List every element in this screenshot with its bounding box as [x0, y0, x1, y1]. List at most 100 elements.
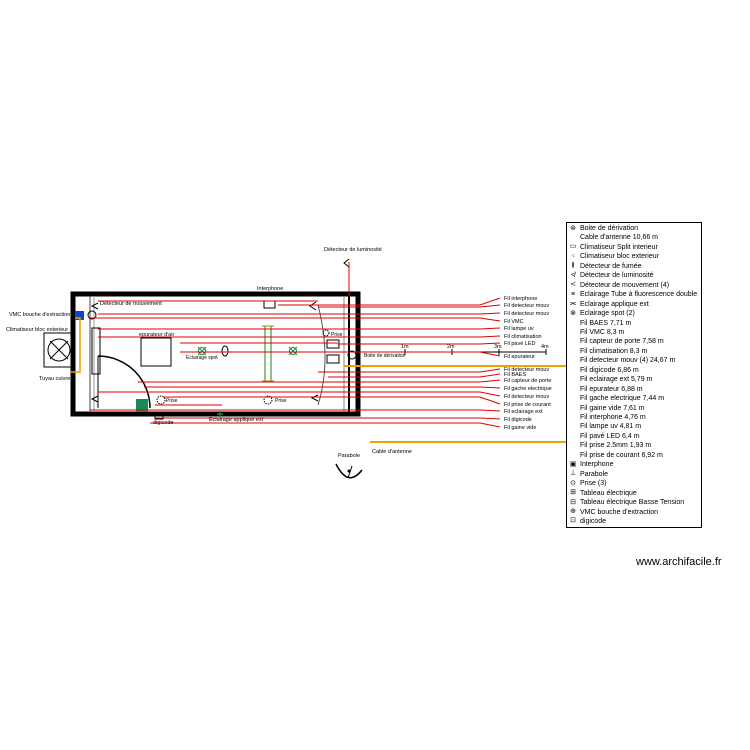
legend-item: ·Fil detecteur mouv (4) 24,67 m [569, 356, 675, 365]
smoke-detector-icon: ≬ [571, 262, 575, 270]
legend-label: Climatiseur bloc exterieur [580, 253, 659, 261]
legend-item: ⊡digicode [569, 517, 606, 526]
label-boite: Boite de dérivation [364, 353, 406, 359]
legend-label: Détecteur de luminosité [580, 272, 654, 280]
wire-label: Fil gache electrique [504, 386, 552, 392]
legend-item: ·Fil capteur de porte 7,58 m [569, 337, 664, 346]
label-luminosite: Détecteur de luminosité [324, 247, 382, 253]
scale-label: 1m [401, 344, 409, 350]
outdoor-unit-icon: ⁖ [570, 252, 576, 260]
legend-label: Détecteur de mouvement (4) [580, 281, 670, 289]
wire-line [98, 391, 501, 397]
legend-label: Fil lampe uv 4,81 m [580, 423, 642, 431]
wall-light-icon: ⫘ [569, 300, 577, 308]
wire-label: Fil interphone [504, 296, 537, 302]
wire-label: Fil detecteur mouv [504, 311, 549, 317]
light-sensor-icon [343, 258, 350, 268]
wire-line [138, 379, 501, 383]
wire-label: Fil prise de courant [504, 402, 551, 408]
junction-box-icon [347, 350, 357, 360]
legend-item: ·Fil climatisation 8,3 m [569, 347, 647, 356]
label-applique: Eclairage applique ext [209, 417, 264, 423]
wire-label: Fil BAES [504, 372, 526, 378]
split-indoor-icon: ▭ [569, 243, 577, 251]
wire-line [98, 312, 501, 315]
label-epurateur: epurateur d'air [139, 332, 174, 338]
legend-item: ⊗Eclairage spot (2) [569, 309, 635, 318]
wire-label: Fil detecteur mouv [504, 367, 549, 373]
legend-item: ·Fil gache electrique 7,44 m [569, 394, 664, 403]
fluorescent-tube-icon [262, 325, 274, 382]
legend-item: ·Fil epurateur 6,88 m [569, 385, 643, 394]
socket-icon-3 [322, 329, 330, 337]
legend-label: Fil BAES 7,71 m [580, 319, 632, 327]
legend-label: Fil prise 2.5mm 1,93 m [580, 442, 652, 450]
legend-item: ·Fil BAES 7,71 m [569, 319, 631, 328]
wire-line [155, 417, 501, 420]
legend-label: Fil eclairage ext 5,79 m [580, 376, 653, 384]
legend-item: ·Fil pavé LED 6,4 m [569, 432, 640, 441]
fluorescent-tube-icon: ≡ [570, 290, 576, 298]
legend-label: Fil digicode 6,86 m [580, 366, 639, 374]
legend-label: Parabole [580, 470, 609, 478]
socket-icon: ⊙ [570, 479, 576, 487]
legend-item: ⊞Tableau électrique [569, 489, 637, 498]
outdoor-unit-icon [43, 332, 75, 368]
intercom-icon: ▣ [569, 460, 577, 468]
legend-item: ≡Eclairage Tube à fluorescence double [569, 290, 697, 299]
socket-icon [156, 395, 166, 405]
label-prise2: Prise [275, 398, 287, 404]
legend-label: Eclairage spot (2) [580, 310, 635, 318]
wire-line [278, 297, 501, 306]
label-spot: Eclairage spot [186, 355, 218, 361]
watermark: www.archifacile.fr [636, 556, 722, 568]
satellite-dish-icon [335, 463, 363, 479]
wire-label: Fil eclairage ext [504, 409, 543, 415]
legend-item: ·Fil VMC 8,3 m [569, 328, 624, 337]
spot-light-icon [197, 346, 207, 356]
socket-icon-2 [263, 395, 273, 405]
legend-label: Fil climatisation 8,3 m [580, 347, 648, 355]
scale-label: 3m [494, 344, 502, 350]
wire-line [98, 327, 501, 330]
legend-item: ·Cable d'antenne 10,66 m [569, 233, 658, 242]
legend-item: ▣Interphone [569, 460, 614, 469]
motion-sensor-icon: ≺ [570, 281, 576, 289]
vmc-extraction-icon: ⊕ [570, 508, 576, 515]
wire-line [144, 386, 501, 389]
label-antenne: Cable d'antenne [372, 449, 412, 455]
legend-item: ⊟Tableau électrique Basse Tension [569, 498, 684, 507]
legend-item: ·Fil prise 2.5mm 1,93 m [569, 441, 651, 450]
door-swing [97, 355, 151, 409]
legend-item: ≬Détecteur de fumée [569, 262, 641, 271]
legend-label: Tableau électrique Basse Tension [580, 499, 685, 507]
wire-label: Fil detecteur mouv [504, 394, 549, 400]
label-prise1: Prise [166, 398, 178, 404]
smoke-detector-icon [221, 345, 229, 357]
motion-sensor-icon [90, 302, 99, 310]
legend-item: ·Fil interphone 4,76 m [569, 413, 646, 422]
legend-label: Fil capteur de porte 7,58 m [580, 338, 664, 346]
legend-label: Fil interphone 4,76 m [580, 414, 646, 421]
legend-item: ·Fil eclairage ext 5,79 m [569, 375, 652, 384]
air-purifier [140, 337, 172, 367]
legend-label: Fil epurateur 6,88 m [580, 385, 643, 393]
legend-item: ▭Climatiseur Split interieur [569, 243, 658, 252]
legend-label: Eclairage applique ext [580, 300, 649, 308]
low-voltage-panel-icon [326, 339, 340, 349]
electrical-panel-icon: ⊞ [570, 489, 576, 497]
wire-line [150, 422, 501, 428]
motion-sensor-icon-4 [90, 395, 99, 403]
legend-label: Fil VMC 8,3 m [580, 328, 625, 336]
digicode-icon: ⊡ [570, 517, 576, 525]
legend-label: VMC bouche d'extraction [580, 508, 658, 516]
vmc-extraction-icon [75, 311, 84, 320]
motion-sensor-icon-2 [309, 301, 317, 311]
label-digicode: digicode [153, 420, 174, 426]
legend-label: Fil prise de courant 6,92 m [580, 451, 663, 459]
panel-green [136, 399, 148, 412]
legend-item: ·Fil prise de courant 6,92 m [569, 451, 663, 460]
legend-label: Prise (3) [580, 480, 607, 488]
